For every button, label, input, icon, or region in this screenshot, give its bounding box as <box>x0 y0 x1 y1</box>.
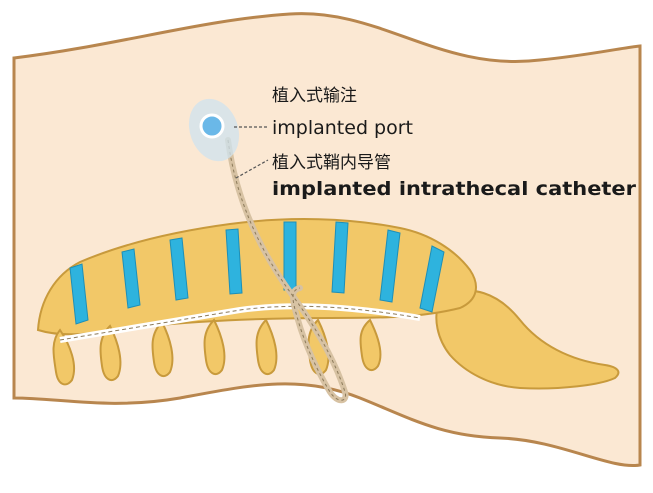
spinal-canal-line <box>59 305 421 341</box>
sacrum <box>435 289 620 390</box>
port-label-en: implanted port <box>272 117 413 139</box>
disc <box>419 245 445 313</box>
spinous-processes <box>52 318 382 386</box>
disc <box>121 248 141 309</box>
disc <box>225 228 243 295</box>
spinous-process <box>52 328 76 386</box>
catheter-label-cn: 植入式鞘内导管 <box>272 153 391 173</box>
catheter-line <box>227 139 347 401</box>
port-label-cn: 植入式输注 <box>272 86 357 106</box>
port-core <box>199 113 225 139</box>
spinous-process <box>255 318 278 376</box>
catheter-leader-line <box>235 159 269 179</box>
disc <box>331 221 349 294</box>
catheter-label-en: implanted intrathecal catheter <box>272 178 637 200</box>
disc <box>69 263 89 325</box>
disc <box>379 229 401 303</box>
disc <box>283 221 297 291</box>
spinous-process <box>203 318 226 376</box>
spinous-process <box>151 320 174 378</box>
spinous-process <box>359 318 382 372</box>
implanted-port <box>188 98 240 162</box>
disc <box>169 237 189 301</box>
intervertebral-discs <box>69 221 445 325</box>
spinous-process <box>99 324 122 382</box>
spinal-column <box>36 218 477 336</box>
